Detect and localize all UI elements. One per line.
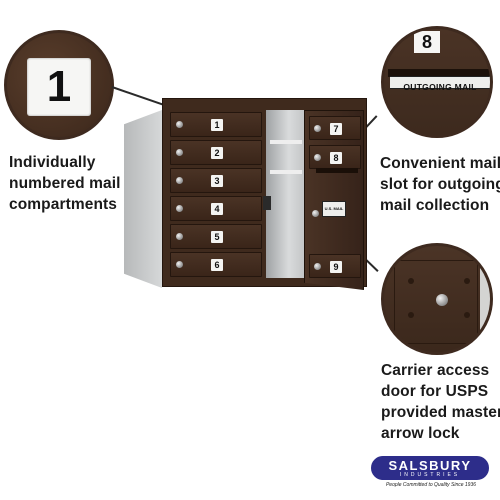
open-compartment-interior <box>266 110 304 278</box>
callout-carrier-access: Carrier access door for USPS provided ma… <box>381 360 500 444</box>
compartment-door[interactable]: 3 <box>170 168 262 193</box>
carrier-door-panel <box>394 260 478 344</box>
callout-line: slot for outgoing <box>380 176 500 193</box>
compartment-door[interactable]: 5 <box>170 224 262 249</box>
salsbury-logo: SALSBURY INDUSTRIES <box>371 456 489 480</box>
rivet-icon <box>408 312 414 318</box>
interior-shelf <box>270 170 302 174</box>
door-number: 2 <box>211 147 223 159</box>
door-lock-icon <box>176 205 183 212</box>
callout-line: Carrier access <box>381 362 490 379</box>
logo-tagline: People Committed to Quality Since 1936 <box>385 482 477 488</box>
door-number: 1 <box>211 119 223 131</box>
zoom-circle-door-number: 1 <box>4 30 114 140</box>
door-lock-icon <box>314 154 321 161</box>
zoom-number-text: 1 <box>46 62 72 111</box>
zoom-circle-outgoing-slot: 8 OUTGOING MAIL <box>381 26 493 138</box>
door-number: 6 <box>211 259 223 271</box>
compartment-door[interactable]: 1 <box>170 112 262 137</box>
door-lock-icon <box>176 121 183 128</box>
logo-sub: INDUSTRIES <box>399 472 461 478</box>
interior-shelf <box>270 140 302 144</box>
master-arrow-lock-icon <box>436 294 448 306</box>
rivet-icon <box>464 278 470 284</box>
zoom-number-plate: 1 <box>27 58 91 116</box>
outgoing-slot-small <box>316 168 358 173</box>
door-number: 7 <box>330 123 342 135</box>
door-lock-icon <box>314 125 321 132</box>
compartment-door[interactable]: 9 <box>309 254 361 278</box>
callout-outgoing-mail: Convenient mail slot for outgoing mail c… <box>380 153 500 216</box>
carrier-plate-text: U.S. MAIL <box>324 206 344 211</box>
outgoing-slot <box>388 69 490 77</box>
compartment-door[interactable]: 2 <box>170 140 262 165</box>
interior-hinge-icon <box>263 196 271 210</box>
door-number: 4 <box>211 203 223 215</box>
callout-line: mail collection <box>380 197 490 214</box>
door-lock-icon <box>176 149 183 156</box>
rivet-icon <box>464 312 470 318</box>
carrier-lock-plate: U.S. MAIL <box>322 201 346 217</box>
outgoing-mail-label-text: OUTGOING MAIL <box>403 82 477 92</box>
rivet-icon <box>408 278 414 284</box>
callout-line: arrow lock <box>381 425 460 442</box>
door-number: 3 <box>211 175 223 187</box>
door-number: 8 <box>330 152 342 164</box>
callout-line: provided master <box>381 404 500 421</box>
carrier-lock-icon <box>312 210 319 217</box>
callout-numbered-compartments: Individually numbered mail compartments <box>9 152 121 215</box>
callout-line: numbered mail <box>9 175 121 192</box>
compartment-door[interactable]: 8 <box>309 145 361 169</box>
compartment-door[interactable]: 7 <box>309 116 361 140</box>
door-lock-icon <box>176 177 183 184</box>
compartment-door[interactable]: 6 <box>170 252 262 277</box>
callout-line: Individually <box>9 154 96 171</box>
door-lock-icon <box>176 261 183 268</box>
door-lock-icon <box>176 233 183 240</box>
callout-line: compartments <box>9 196 118 213</box>
logo-brand: SALSBURY <box>388 458 472 473</box>
zoom-circle-carrier-lock <box>381 243 493 355</box>
door-lock-icon <box>314 263 321 270</box>
compartment-door[interactable]: 4 <box>170 196 262 221</box>
outgoing-mail-label: OUTGOING MAIL <box>390 76 490 92</box>
zoom-outgoing-number-plate: 8 <box>414 31 440 53</box>
zoom-outgoing-number-text: 8 <box>421 32 432 52</box>
callout-line: door for USPS <box>381 383 489 400</box>
door-number: 5 <box>211 231 223 243</box>
mailbox-side-panel <box>124 110 162 288</box>
carrier-door-edge <box>480 246 490 352</box>
door-number: 9 <box>330 261 342 273</box>
callout-line: Convenient mail <box>380 155 500 172</box>
